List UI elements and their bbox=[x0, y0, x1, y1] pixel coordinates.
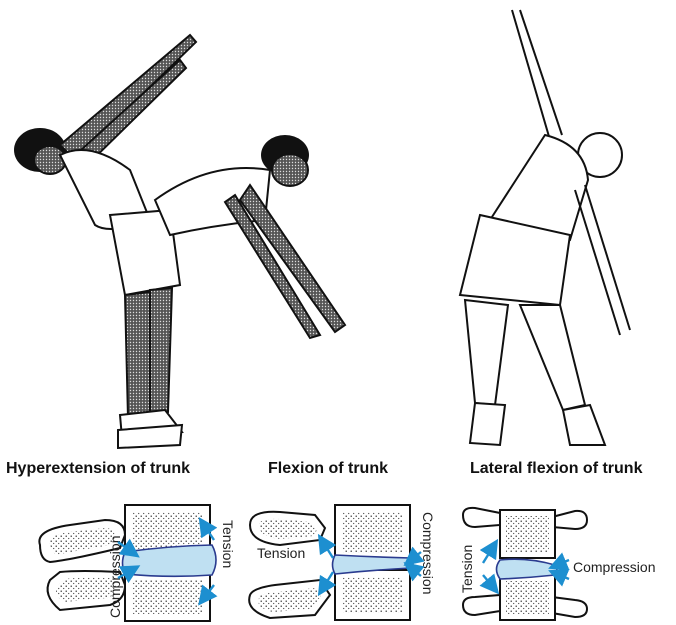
compression-label: Compression bbox=[573, 559, 655, 575]
caption-flexion: Flexion of trunk bbox=[268, 460, 388, 478]
hyperextension-figure bbox=[14, 35, 196, 448]
lateral-flexion-illustration bbox=[420, 5, 676, 455]
vertebra-diagram-flexion: Tension Compression bbox=[245, 500, 440, 622]
flexion-figure bbox=[155, 135, 345, 338]
tension-label: Tension bbox=[459, 545, 475, 593]
caption-hyperextension: Hyperextension of trunk bbox=[6, 460, 190, 478]
trunk-hyper-flex-illustration bbox=[0, 20, 360, 450]
tension-label: Tension bbox=[220, 520, 236, 568]
vertebra-diagram-hyperextension: Compression Tension bbox=[30, 500, 240, 622]
lateral-flexion-figure bbox=[460, 10, 630, 445]
caption-lateral-flexion: Lateral flexion of trunk bbox=[470, 460, 642, 478]
compression-label: Compression bbox=[420, 512, 436, 594]
tension-label: Tension bbox=[257, 545, 305, 561]
vertebra-diagram-lateral-flexion: Tension Compression bbox=[455, 505, 676, 623]
